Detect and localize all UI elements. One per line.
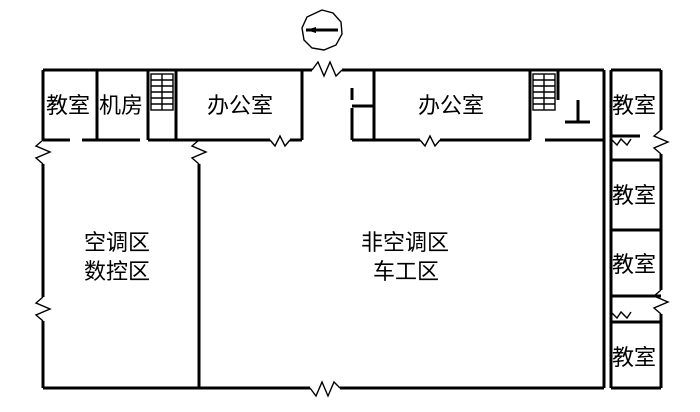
north-arrow-icon	[301, 9, 343, 51]
stairs-icon	[150, 73, 174, 111]
room-label-classroom-top-left: 教室	[46, 94, 90, 119]
outer-walls	[34, 60, 606, 398]
room-label-office-right: 办公室	[418, 94, 484, 119]
room-label-classroom-right-1: 教室	[612, 94, 656, 119]
room-label-cnc-area: 数控区	[84, 260, 150, 285]
right-classroom-column	[609, 68, 670, 390]
room-label-classroom-right-3: 教室	[612, 253, 656, 278]
room-label-classroom-right-4: 教室	[612, 346, 656, 371]
interior-walls	[43, 70, 604, 388]
stairs-icon	[532, 73, 556, 111]
room-label-lathe-area: 车工区	[373, 260, 439, 285]
room-label-machine-room: 机房	[99, 94, 143, 119]
room-label-office-left: 办公室	[207, 94, 273, 119]
room-label-non-ac-area: 非空调区	[361, 231, 449, 256]
room-label-classroom-right-2: 教室	[612, 184, 656, 209]
room-label-ac-area: 空调区	[84, 231, 150, 256]
